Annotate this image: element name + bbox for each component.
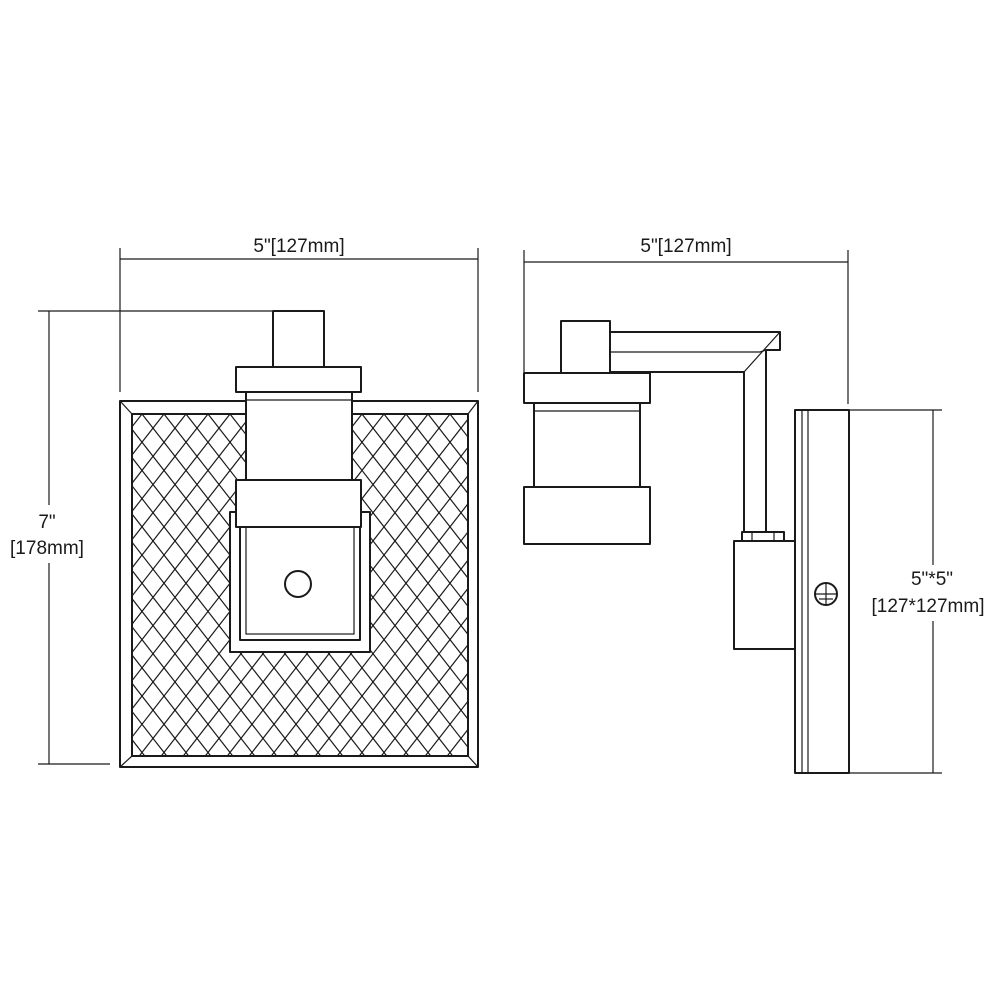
mesh-line: [292, 414, 468, 756]
mesh-line: [132, 414, 253, 756]
front-height-label-mm: [178mm]: [10, 538, 84, 559]
mesh-line: [270, 414, 468, 756]
mesh-line: [132, 414, 146, 756]
mesh-line: [380, 414, 468, 756]
mesh-line: [132, 414, 275, 756]
mesh-line: [402, 414, 468, 756]
mesh-line: [0, 414, 120, 756]
front-height-dimension: 7" [178mm]: [4, 310, 272, 765]
side-backplate: [794, 409, 850, 774]
mesh-line: [0, 414, 123, 756]
mesh-line: [132, 414, 231, 756]
side-backplate-label-mm: [127*127mm]: [871, 596, 984, 617]
front-switch-knob: [284, 570, 312, 598]
mesh-line: [132, 414, 234, 756]
mesh-line: [361, 414, 468, 756]
front-height-label-inches: 7": [38, 512, 55, 533]
mesh-line: [132, 414, 187, 756]
mesh-line: [0, 414, 57, 756]
side-view: 5"[127mm] 5"*5" [127*127mm]: [523, 236, 996, 774]
mesh-line: [132, 414, 322, 756]
mesh-line: [358, 414, 468, 756]
mesh-line: [336, 414, 468, 756]
front-mesh-pattern: [0, 414, 468, 756]
mesh-line: [132, 414, 168, 756]
front-view: 5"[127mm] 7" [178mm]: [0, 236, 479, 768]
side-lamp-holder: [523, 320, 651, 545]
mesh-line: [0, 414, 10, 756]
side-backplate-dimension: 5"*5" [127*127mm]: [849, 409, 996, 774]
front-width-label: 5"[127mm]: [253, 236, 344, 257]
side-depth-dimension: 5"[127mm]: [523, 236, 849, 404]
mesh-line: [0, 414, 79, 756]
mesh-line: [132, 414, 256, 756]
mesh-line: [132, 414, 300, 756]
mesh-line: [0, 414, 32, 756]
side-arm: [609, 331, 796, 650]
mesh-line: [383, 414, 468, 756]
mesh-line: [317, 414, 468, 756]
mesh-line: [248, 414, 468, 756]
side-depth-label: 5"[127mm]: [640, 236, 731, 257]
mesh-line: [0, 414, 101, 756]
front-lamp-holder: [229, 310, 371, 653]
mesh-line: [132, 414, 190, 756]
mesh-line: [132, 414, 212, 756]
side-backplate-label-inches: 5"*5": [911, 569, 953, 590]
mesh-line: [132, 414, 278, 756]
mesh-line: [0, 414, 76, 756]
mesh-line: [405, 414, 468, 756]
front-width-dimension: 5"[127mm]: [119, 236, 479, 392]
mesh-line: [132, 414, 209, 756]
mesh-line: [0, 414, 54, 756]
mesh-line: [339, 414, 468, 756]
mesh-line: [314, 414, 468, 756]
mesh-line: [132, 414, 344, 756]
mesh-line: [132, 414, 165, 756]
